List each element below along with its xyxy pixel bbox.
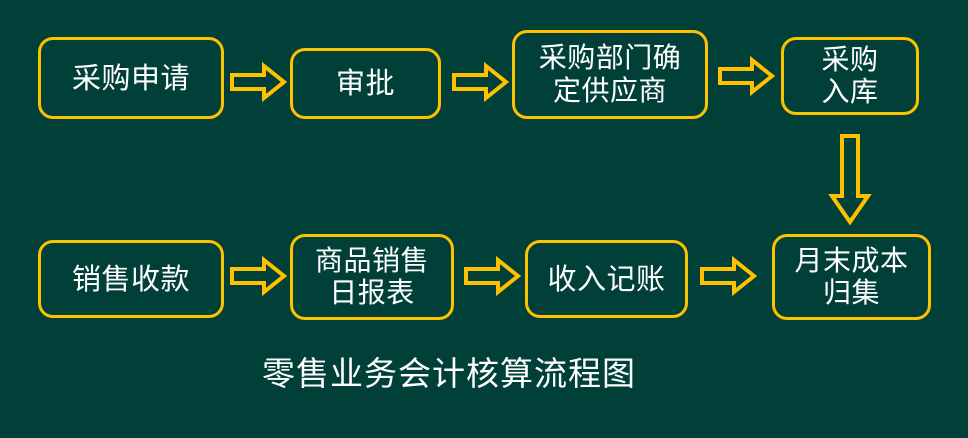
node-month-end-cost[interactable]: 月末成本 归集 — [772, 234, 931, 320]
arrow-receipt-to-report — [230, 255, 288, 297]
arrow-supplier-to-inbound — [718, 55, 776, 97]
node-select-supplier[interactable]: 采购部门确 定供应商 — [512, 30, 708, 119]
node-purchase-request[interactable]: 采购申请 — [38, 37, 224, 119]
node-approval[interactable]: 审批 — [290, 48, 441, 119]
diagram-caption: 零售业务会计核算流程图 — [262, 354, 636, 393]
arrow-approval-to-supplier — [452, 61, 510, 103]
node-sales-receipt[interactable]: 销售收款 — [38, 240, 224, 318]
arrow-request-to-approval — [230, 61, 288, 103]
arrow-inbound-to-monthend — [826, 134, 874, 226]
arrow-report-to-income — [464, 255, 522, 297]
arrow-income-to-monthend — [700, 255, 758, 297]
node-purchase-inbound[interactable]: 采购 入库 — [781, 37, 919, 115]
node-daily-sales-report[interactable]: 商品销售 日报表 — [290, 234, 454, 320]
node-income-entry[interactable]: 收入记账 — [525, 240, 688, 318]
